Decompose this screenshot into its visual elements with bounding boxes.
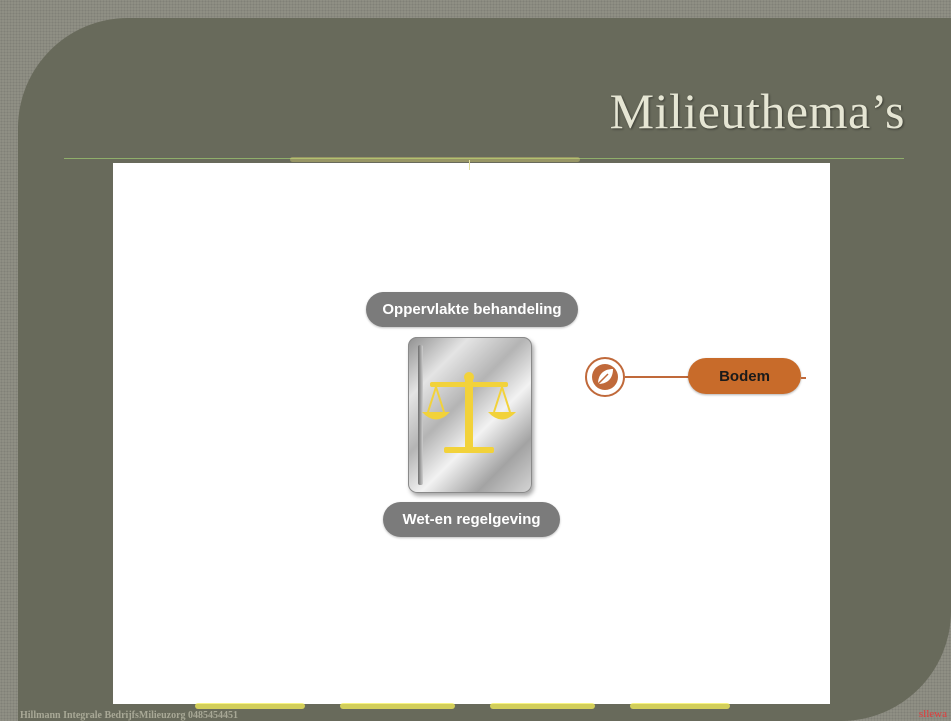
slide-title: Milieuthema’s	[609, 83, 905, 139]
slide-footer: Hillmann Integrale BedrijfsMilieuzorg 04…	[20, 710, 239, 721]
book-spine	[418, 345, 423, 485]
leaf-icon	[592, 364, 618, 390]
connector-top	[469, 160, 470, 170]
branch-connector	[625, 376, 693, 378]
law-scales-book-icon	[422, 372, 516, 453]
central-node[interactable]	[408, 337, 532, 493]
branch-stub	[801, 377, 806, 379]
offscreen-node-glow	[630, 703, 730, 709]
offscreen-node-glow	[490, 703, 595, 709]
offscreen-node-glow-top	[290, 157, 580, 162]
title-divider	[64, 158, 904, 159]
offscreen-node-glow	[340, 703, 455, 709]
offscreen-node-glow	[195, 703, 305, 709]
node-wet-en-regelgeving[interactable]: Wet-en regelgeving	[383, 502, 560, 537]
node-bodem[interactable]: Bodem	[688, 358, 801, 394]
footer-mark: sllewa	[918, 708, 947, 720]
leaf-node[interactable]	[585, 357, 625, 397]
node-oppervlakte-behandeling[interactable]: Oppervlakte behandeling	[366, 292, 578, 327]
